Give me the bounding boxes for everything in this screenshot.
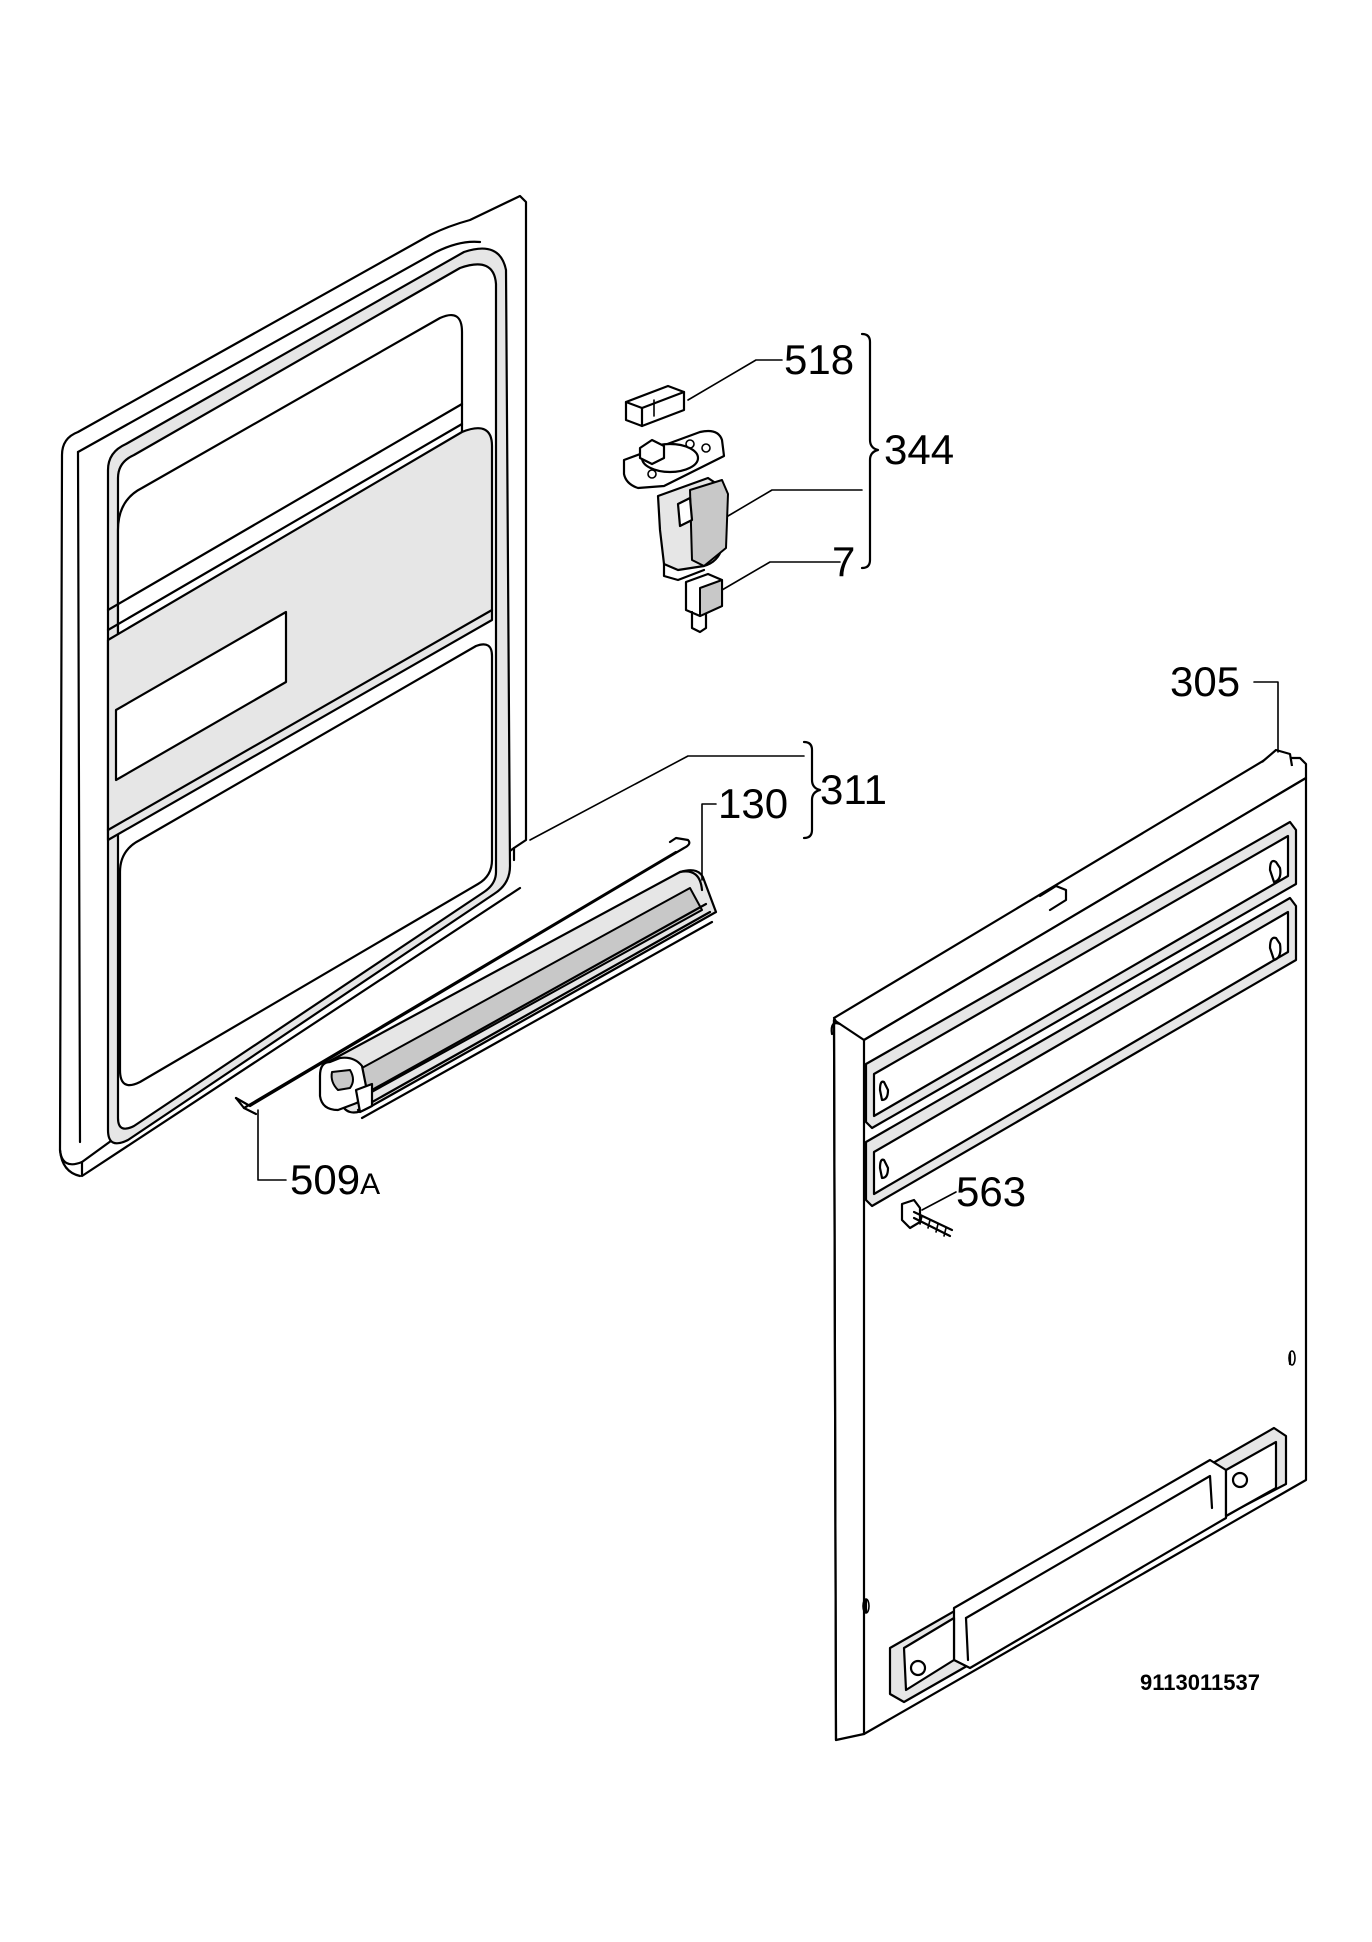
door-seal-profile (318, 869, 718, 1120)
callout-509-number: 509 (290, 1156, 360, 1203)
callout-130: 130 (718, 780, 788, 827)
part-563-screw (900, 1198, 954, 1238)
callout-305: 305 (1170, 658, 1240, 705)
callout-labels: 518 344 7 305 311 130 509A 563 911301153… (290, 336, 1260, 1695)
outer-door-panel (830, 748, 1308, 1742)
hinge-rod (234, 836, 691, 1116)
door-lock-assembly (622, 384, 729, 634)
callout-509A: 509A (290, 1156, 380, 1203)
callout-344: 344 (884, 426, 954, 473)
part-7-switch (684, 572, 724, 634)
inner-door-panel (58, 194, 528, 1178)
document-id: 9113011537 (1140, 1670, 1260, 1695)
callout-311: 311 (820, 766, 887, 813)
callout-7: 7 (832, 538, 855, 585)
part-518-catch (624, 384, 686, 428)
leader-lines (257, 332, 1279, 1211)
callout-563: 563 (956, 1168, 1026, 1215)
callout-509-suffix: A (360, 1168, 380, 1201)
part-lock-body (622, 429, 729, 582)
callout-518: 518 (784, 336, 854, 383)
